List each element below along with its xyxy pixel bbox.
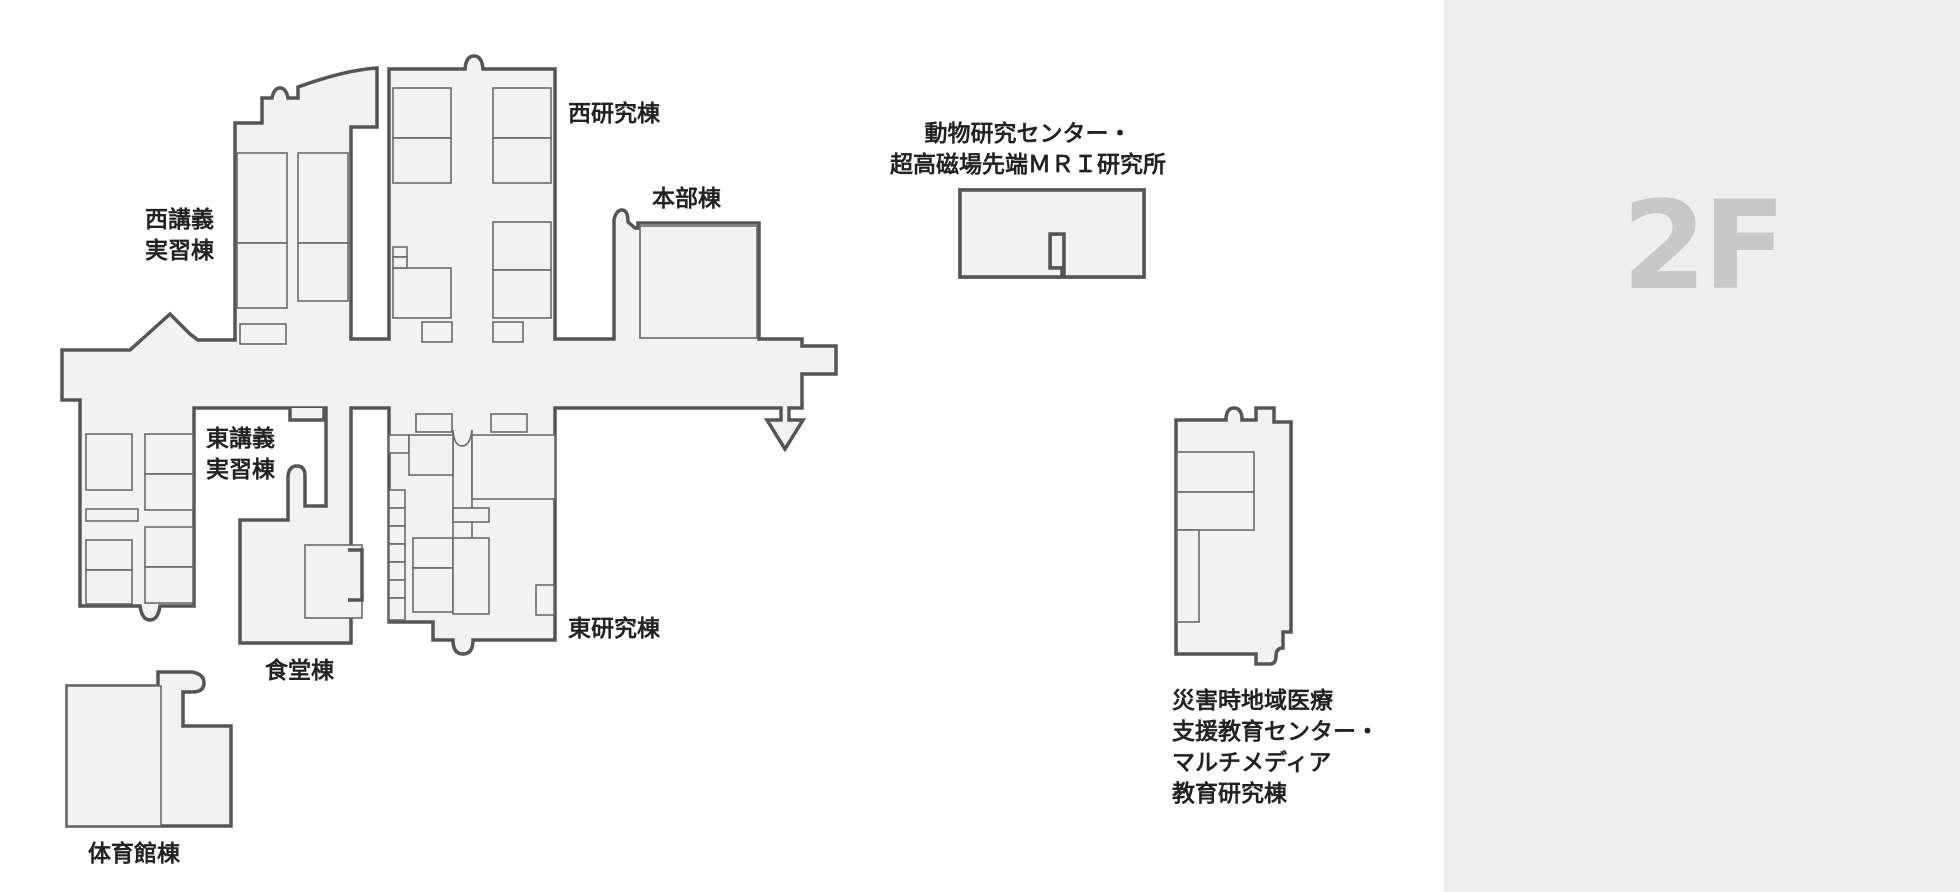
room: [392, 87, 452, 139]
room: [415, 413, 453, 433]
room: [1176, 529, 1200, 623]
label-main-building[interactable]: 本部棟: [652, 186, 721, 212]
room: [66, 685, 162, 827]
room: [639, 225, 758, 339]
room: [85, 569, 133, 605]
room: [388, 525, 406, 545]
label-gym[interactable]: 体育館棟: [88, 841, 180, 867]
room: [388, 597, 406, 621]
room: [392, 246, 408, 258]
room: [144, 566, 194, 604]
room: [297, 242, 349, 302]
room: [452, 537, 490, 615]
room: [408, 434, 454, 476]
room: [490, 413, 528, 433]
room: [236, 242, 288, 309]
label-east-research[interactable]: 東研究棟: [568, 616, 660, 642]
room: [492, 87, 552, 139]
room: [452, 507, 490, 523]
room: [412, 567, 454, 613]
room: [1176, 451, 1255, 493]
animal-research-body: [958, 188, 1146, 279]
room: [492, 221, 552, 271]
room: [412, 537, 454, 569]
room: [492, 321, 524, 343]
map-drawing: [60, 54, 1293, 828]
room: [392, 256, 408, 269]
room: [535, 584, 555, 616]
room: [85, 508, 139, 522]
room: [236, 152, 288, 244]
room: [144, 433, 194, 475]
label-animal-research[interactable]: 動物研究センター・ 超高磁場先端ＭＲＩ研究所: [890, 121, 1166, 178]
room: [239, 323, 287, 345]
floor-indicator: 2F: [1621, 175, 1786, 317]
room: [392, 267, 452, 319]
room: [452, 429, 473, 541]
room: [297, 152, 349, 244]
room: [388, 434, 410, 454]
label-east-lecture[interactable]: 東講義 実習棟: [206, 426, 275, 483]
label-west-lecture[interactable]: 西講義 実習棟: [145, 207, 214, 264]
lecture-wing-wall: [288, 408, 326, 422]
room: [388, 507, 406, 527]
label-west-research[interactable]: 西研究棟: [568, 101, 660, 127]
room: [492, 137, 552, 184]
room: [388, 489, 406, 509]
room: [471, 434, 556, 500]
campus-floor-map: 西研究棟 本部棟 西講義 実習棟 東講義 実習棟 食堂棟 東研究棟 体育館棟 動…: [60, 54, 1379, 867]
room: [421, 321, 453, 343]
room: [1176, 491, 1255, 531]
room: [388, 543, 406, 563]
room: [85, 433, 133, 491]
room: [392, 137, 452, 184]
room: [492, 269, 552, 319]
label-disaster-medical[interactable]: 災害時地域医療 支援教育センター・ マルチメディア 教育研究棟: [1172, 688, 1379, 807]
room: [144, 526, 194, 568]
floor-panel: 2F: [1444, 0, 1960, 892]
room: [85, 539, 133, 571]
cafeteria-annex: [348, 548, 364, 602]
room: [144, 473, 194, 511]
label-cafeteria[interactable]: 食堂棟: [265, 658, 334, 684]
room: [388, 561, 406, 581]
room: [388, 579, 406, 599]
